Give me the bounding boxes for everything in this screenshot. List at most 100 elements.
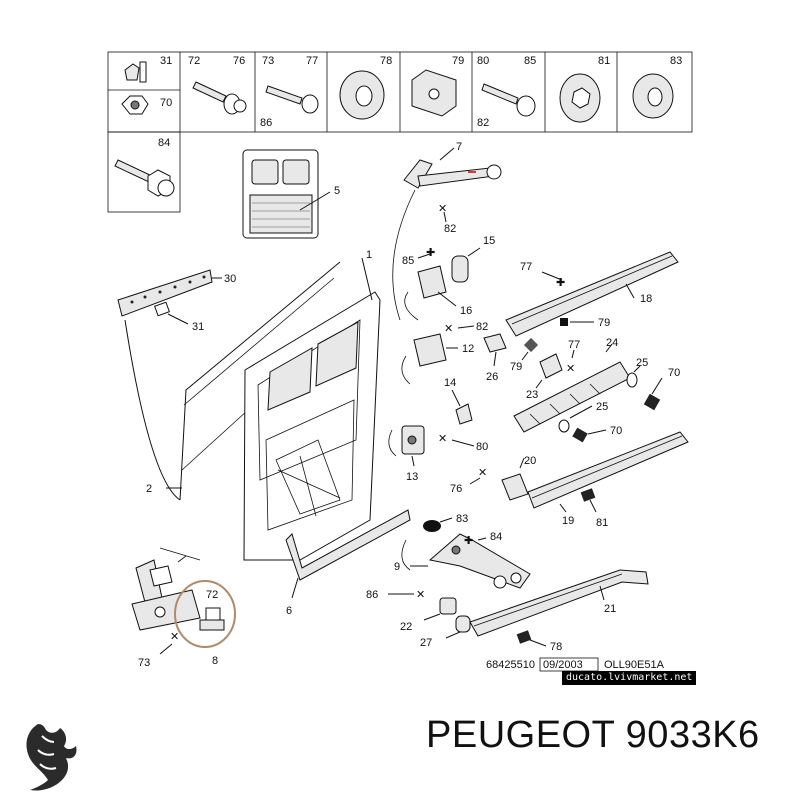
- part-19-middle-rail: 19 81: [527, 431, 689, 529]
- callout-78: 78: [550, 641, 562, 653]
- footer-date: 09/2003: [543, 659, 583, 671]
- part-26-block: [483, 333, 507, 353]
- part-12-bracket: ✕ 82 12 26: [401, 321, 507, 385]
- inset-cell-80-85-82: 80 85 82: [477, 55, 536, 129]
- callout-85: 85: [402, 255, 414, 267]
- svg-text:✕: ✕: [438, 203, 447, 215]
- callout-7: 7: [456, 141, 462, 153]
- callout-86: 86: [366, 589, 378, 601]
- callout-81: 81: [596, 517, 608, 529]
- part-20-roller-block: ✕ 76 20: [450, 455, 536, 501]
- callout-27: 27: [420, 637, 432, 649]
- callout-1: 1: [366, 249, 372, 261]
- part-15-roller: [451, 255, 469, 283]
- callout-25b: 25: [596, 401, 608, 413]
- inset-cell-72-76: 72 76: [188, 55, 247, 115]
- callout-82b: 82: [476, 321, 488, 333]
- mark-79: [560, 318, 568, 326]
- svg-text:✕: ✕: [170, 631, 179, 643]
- svg-text:✕: ✕: [438, 433, 447, 445]
- part-27-roller: [455, 615, 471, 633]
- svg-text:✚: ✚: [426, 247, 435, 259]
- bolt-73-icon: [265, 85, 303, 105]
- part-30-seal-strip: 30 31: [117, 269, 236, 333]
- part-16-guide-bracket: ✚ 85 15 16: [402, 235, 495, 321]
- svg-text:✚: ✚: [556, 277, 565, 289]
- washer-83: [423, 520, 441, 532]
- inset-label-83: 83: [670, 55, 682, 67]
- callout-30: 30: [224, 273, 236, 285]
- callout-13: 13: [406, 471, 418, 483]
- callout-23: 23: [526, 389, 538, 401]
- callout-80: 80: [476, 441, 488, 453]
- highlight-circle: [174, 580, 236, 648]
- callout-83: 83: [456, 513, 468, 525]
- svg-text:✕: ✕: [416, 589, 425, 601]
- part-5-trim-panel: 5: [242, 149, 340, 239]
- inset-label-72: 72: [188, 55, 200, 67]
- callout-24: 24: [606, 337, 618, 349]
- svg-text:✕: ✕: [444, 323, 453, 335]
- callout-84: 84: [490, 531, 502, 543]
- bolt-72-icon: [192, 81, 227, 103]
- watermark: ducato.lvivmarket.net: [562, 671, 697, 685]
- clip-31-icon: [124, 63, 140, 81]
- inset-cell-70: 70: [121, 95, 172, 115]
- svg-text:✚: ✚: [464, 535, 473, 547]
- part-22-27-rollers: ✕ 86 22 27: [366, 589, 471, 649]
- peugeot-lion-logo: [26, 724, 77, 791]
- part-9-lower-hinge: 83 ✚ 84 9: [394, 513, 531, 589]
- callout-77b: 77: [568, 339, 580, 351]
- inset-label-81: 81: [598, 55, 610, 67]
- callout-82a: 82: [444, 223, 456, 235]
- callout-6: 6: [286, 605, 292, 617]
- part-18-upper-rail: ✚ 77 18 79: [505, 251, 679, 337]
- inset-label-84: 84: [158, 137, 170, 149]
- callout-79b: 79: [510, 361, 522, 373]
- inset-cell-78: 78: [339, 55, 392, 120]
- callout-22: 22: [400, 621, 412, 633]
- callout-18: 18: [640, 293, 652, 305]
- callout-77a: 77: [520, 261, 532, 273]
- part-22-block: [439, 597, 457, 615]
- inset-label-76: 76: [233, 55, 245, 67]
- callout-31: 31: [192, 321, 204, 333]
- bolt-80-icon: [481, 83, 519, 105]
- part-25-fasteners: 25 70 25 70: [558, 357, 680, 443]
- inset-label-77: 77: [306, 55, 318, 67]
- part-6-lower-rail: 6: [285, 509, 411, 617]
- part-1-door-frame: 1: [243, 249, 381, 561]
- callout-26: 26: [486, 371, 498, 383]
- callout-5: 5: [334, 185, 340, 197]
- diagram-footer: 68425510 09/2003 OLL90E51A: [486, 657, 665, 672]
- callout-21: 21: [604, 603, 616, 615]
- callout-19: 19: [562, 515, 574, 527]
- inset-label-86: 86: [260, 117, 272, 129]
- footer-ref-number: 68425510: [486, 659, 535, 671]
- inset-label-70: 70: [160, 97, 172, 109]
- inset-label-78: 78: [380, 55, 392, 67]
- callout-73: 73: [138, 657, 150, 669]
- inset-label-82: 82: [477, 117, 489, 129]
- inset-label-80: 80: [477, 55, 489, 67]
- fasteners-inset-grid: 31 70 72 76 73 77 86 78: [107, 51, 693, 213]
- callout-25a: 25: [636, 357, 648, 369]
- callout-70b: 70: [610, 425, 622, 437]
- callout-9: 9: [394, 561, 400, 573]
- svg-text:✕: ✕: [478, 467, 487, 479]
- callout-2: 2: [146, 483, 152, 495]
- part-21-lower-rail: 21 78: [469, 569, 649, 653]
- callout-79a: 79: [598, 317, 610, 329]
- inset-cell-79: 79: [411, 55, 464, 117]
- callout-20: 20: [524, 455, 536, 467]
- inset-cell-81: 81: [559, 55, 610, 123]
- inset-label-85: 85: [524, 55, 536, 67]
- inset-cell-31: 31: [124, 55, 172, 83]
- inset-label-79: 79: [452, 55, 464, 67]
- callout-76: 76: [450, 483, 462, 495]
- inset-label-73: 73: [262, 55, 274, 67]
- inset-cell-73-77-86: 73 77 86: [260, 55, 319, 129]
- callout-72: 72: [206, 589, 218, 601]
- inset-label-31: 31: [160, 55, 172, 67]
